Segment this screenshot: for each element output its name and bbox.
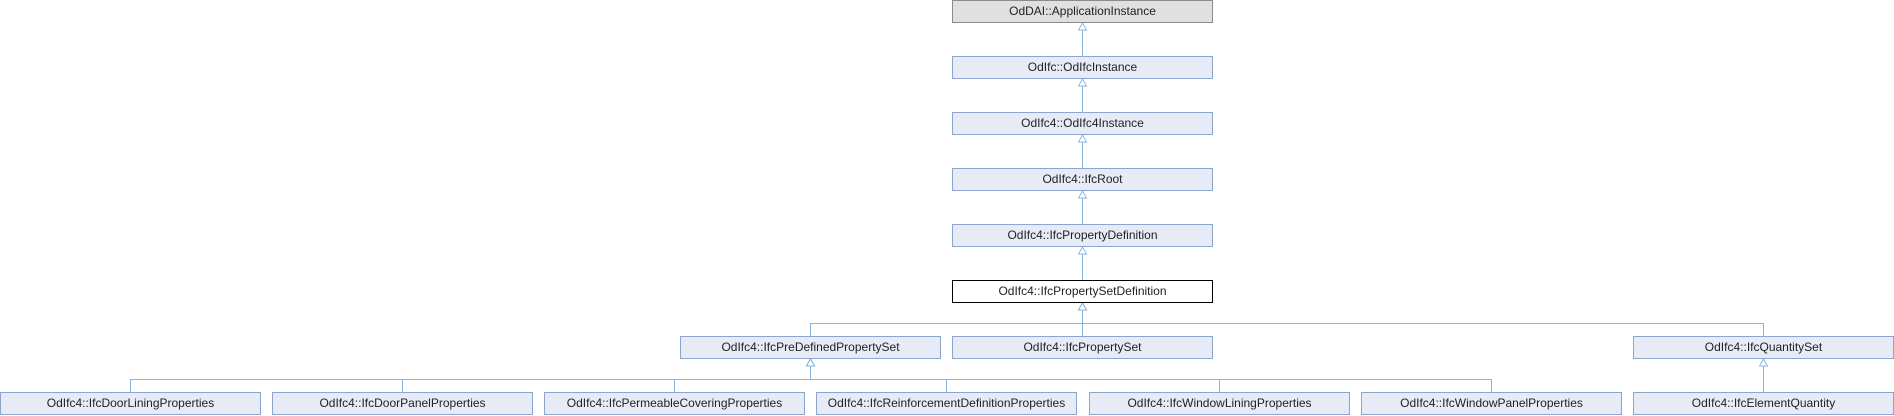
- node-ifcreinforcementdefinitionproperties[interactable]: OdIfc4::IfcReinforcementDefinitionProper…: [816, 392, 1077, 415]
- inheritance-edge-13: [810, 365, 1492, 392]
- inheritance-arrowhead-7: [1077, 301, 1088, 311]
- inheritance-edge-12: [810, 365, 1220, 392]
- node-oddai-applicationinstance[interactable]: OdDAI::ApplicationInstance: [952, 0, 1213, 23]
- node-ifcelementquantity[interactable]: OdIfc4::IfcElementQuantity: [1633, 392, 1894, 415]
- inheritance-edge-8: [130, 365, 811, 392]
- node-ifcwindowpanelproperties[interactable]: OdIfc4::IfcWindowPanelProperties: [1361, 392, 1622, 415]
- node-ifcwindowliningproperties[interactable]: OdIfc4::IfcWindowLiningProperties: [1089, 392, 1350, 415]
- node-odifc-odifcinstance[interactable]: OdIfc::OdIfcInstance: [952, 56, 1213, 79]
- inheritance-arrowhead-3: [1077, 189, 1088, 199]
- inheritance-arrowhead-0: [1077, 21, 1088, 31]
- node-ifcpropertydefinition[interactable]: OdIfc4::IfcPropertyDefinition: [952, 224, 1213, 247]
- node-ifcquantityset[interactable]: OdIfc4::IfcQuantitySet: [1633, 336, 1894, 359]
- node-ifcpredefinedpropertyset[interactable]: OdIfc4::IfcPreDefinedPropertySet: [680, 336, 941, 359]
- inheritance-edge-5: [810, 309, 1083, 336]
- inheritance-arrowhead-14: [1758, 357, 1769, 367]
- inheritance-edge-7: [1082, 309, 1764, 336]
- node-ifcpermeablecoveringproperties[interactable]: OdIfc4::IfcPermeableCoveringProperties: [544, 392, 805, 415]
- inheritance-edge-11: [810, 365, 947, 392]
- inheritance-arrowhead-4: [1077, 245, 1088, 255]
- inheritance-arrowhead-2: [1077, 133, 1088, 143]
- node-ifcpropertyset[interactable]: OdIfc4::IfcPropertySet: [952, 336, 1213, 359]
- inheritance-arrowhead-13: [805, 357, 816, 367]
- node-ifcroot[interactable]: OdIfc4::IfcRoot: [952, 168, 1213, 191]
- inheritance-edge-10: [674, 365, 811, 392]
- inheritance-edge-9: [402, 365, 811, 392]
- node-ifcdoorpanelproperties[interactable]: OdIfc4::IfcDoorPanelProperties: [272, 392, 533, 415]
- inheritance-arrowhead-1: [1077, 77, 1088, 87]
- node-odifc4-odifc4instance[interactable]: OdIfc4::OdIfc4Instance: [952, 112, 1213, 135]
- node-ifcdoorliningproperties[interactable]: OdIfc4::IfcDoorLiningProperties: [0, 392, 261, 415]
- node-ifcpropertysetdefinition: OdIfc4::IfcPropertySetDefinition: [952, 280, 1213, 303]
